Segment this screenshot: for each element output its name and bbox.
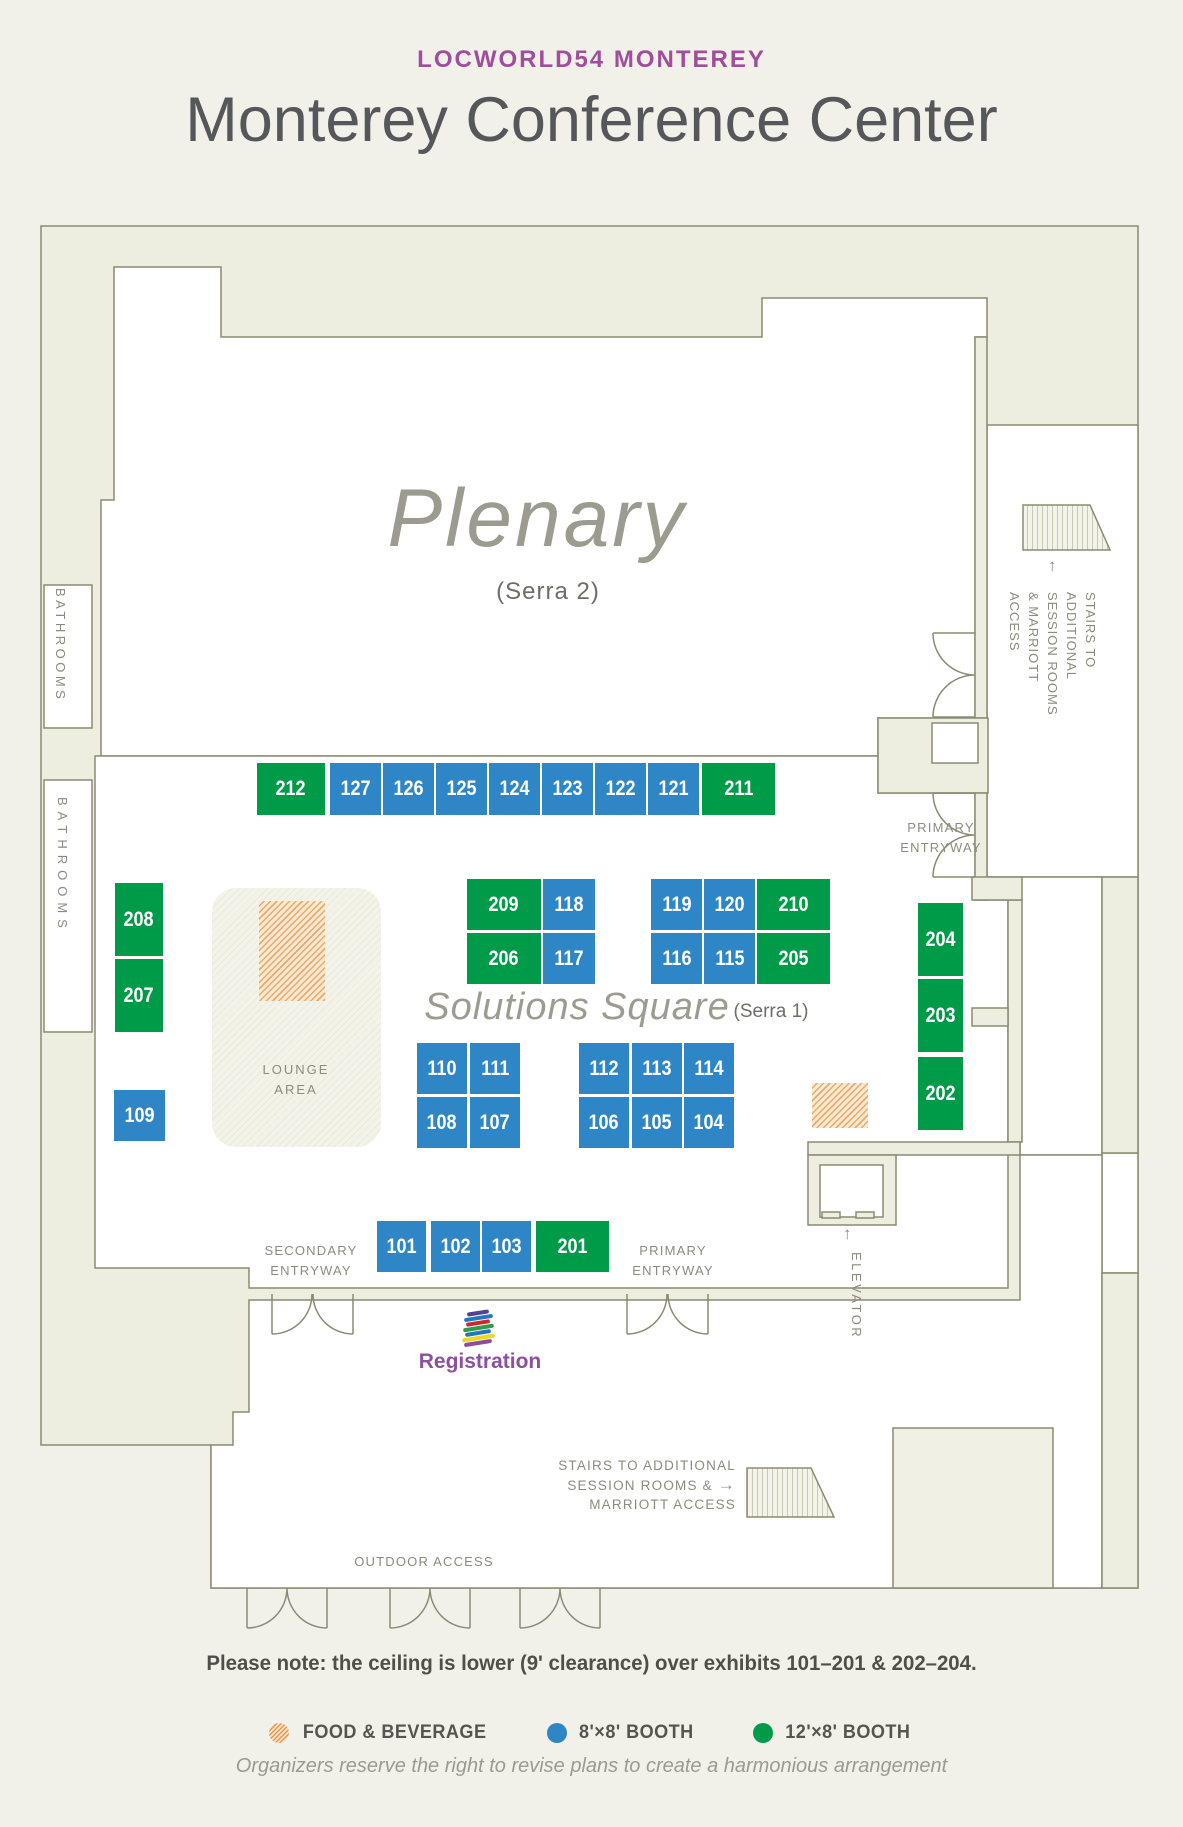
booth-204: 204 (918, 903, 963, 976)
solutions-square-sublabel: (Serra 1) (733, 1001, 809, 1022)
plenary-room-sublabel: (Serra 2) (496, 578, 600, 605)
booth-107: 107 (470, 1097, 520, 1148)
lobby-area (210, 1154, 1103, 1589)
booth-122: 122 (595, 763, 646, 815)
booth-8x8-dot-icon (547, 1723, 568, 1743)
outdoor-access-label: OUTDOOR ACCESS (354, 1554, 494, 1569)
stairs-right-arrow-icon: → (717, 1475, 736, 1494)
booth-117: 117 (543, 933, 595, 984)
booth-115: 115 (704, 933, 755, 984)
booth-106: 106 (579, 1097, 629, 1148)
food-beverage-area-1 (259, 901, 325, 1001)
booth-114: 114 (684, 1043, 734, 1094)
elevator-label: ELEVATOR (849, 1252, 864, 1340)
booth-110: 110 (417, 1043, 467, 1094)
pillar-notch (931, 722, 979, 764)
booth-12x8-dot-icon (753, 1723, 774, 1743)
booth-101: 101 (377, 1221, 426, 1272)
booth-116: 116 (651, 933, 702, 984)
booth-105: 105 (632, 1097, 682, 1148)
booth-202: 202 (918, 1057, 963, 1130)
booth-113: 113 (632, 1043, 682, 1094)
stairs-bottom-label: STAIRS TO ADDITIONAL SESSION ROOMS & → M… (558, 1458, 736, 1512)
booth-118: 118 (543, 879, 595, 930)
legend: FOOD & BEVERAGE 8'×8' BOOTH 12'×8' BOOTH (0, 1722, 1183, 1744)
booth-127: 127 (330, 763, 381, 815)
stairs-right-label: STAIRS TO ADDITIONAL SESSION ROOMS & MAR… (1007, 592, 1098, 716)
booth-102: 102 (431, 1221, 480, 1272)
entry-corridor (1019, 876, 1103, 1156)
booth-108: 108 (417, 1097, 467, 1148)
wall-connector (971, 876, 1023, 901)
booth-103: 103 (482, 1221, 531, 1272)
right-wall-gap (1101, 1152, 1139, 1274)
booth-120: 120 (704, 879, 755, 930)
primary-entryway-lower-label: PRIMARY ENTRYWAY (632, 1243, 714, 1278)
elevator-cab (819, 1164, 884, 1218)
booth-206: 206 (467, 933, 541, 984)
bathroom-upper-room (43, 584, 93, 729)
bathrooms-lower-label: BATHROOMS (55, 797, 70, 934)
wall-band (974, 336, 988, 719)
booth-125: 125 (436, 763, 487, 815)
registration-label: Registration (418, 1350, 542, 1373)
booth-111: 111 (470, 1043, 520, 1094)
booth-211: 211 (702, 763, 775, 815)
page-title: Monterey Conference Center (185, 85, 998, 155)
lounge-label: LOUNGE AREA (262, 1062, 330, 1097)
wall-strip (1007, 899, 1023, 1143)
right-wall-upper (1101, 876, 1139, 1154)
booth-121: 121 (648, 763, 699, 815)
booth-209: 209 (467, 879, 541, 930)
stairs-up-arrow-icon: ↑ (1048, 556, 1057, 575)
booth-126: 126 (383, 763, 434, 815)
legend-item-8x8: 8'×8' BOOTH (547, 1722, 697, 1744)
elevator-wall-bar (807, 1141, 1021, 1156)
booth-203: 203 (918, 979, 963, 1052)
bathroom-lower-room (43, 779, 93, 1033)
wall-stub (971, 1007, 1009, 1027)
booth-207: 207 (115, 959, 163, 1032)
solutions-square-label: Solutions Square (424, 986, 730, 1028)
disclaimer: Organizers reserve the right to revise p… (235, 1755, 948, 1777)
booth-208: 208 (115, 883, 163, 956)
booth-112: 112 (579, 1043, 629, 1094)
ceiling-note: Please note: the ceiling is lower (9' cl… (206, 1652, 977, 1675)
legend-item-12x8: 12'×8' BOOTH (753, 1722, 914, 1744)
food-beverage-swatch-icon (269, 1723, 290, 1743)
locworld-logo (461, 1309, 495, 1348)
booth-123: 123 (542, 763, 593, 815)
elevator-door-tab-left (821, 1211, 841, 1219)
event-title: LOCWORLD54 MONTEREY (417, 46, 766, 73)
booth-109: 109 (114, 1090, 165, 1141)
elevator-door-tab-right (855, 1211, 875, 1219)
booth-210: 210 (757, 879, 830, 930)
booth-124: 124 (489, 763, 540, 815)
food-beverage-area-2 (812, 1083, 868, 1128)
bathrooms-upper-label: BATHROOMS (53, 588, 68, 703)
booth-119: 119 (651, 879, 702, 930)
booth-201: 201 (536, 1221, 609, 1272)
door-arcs (246, 632, 976, 1629)
booth-212: 212 (257, 763, 325, 815)
back-room (892, 1427, 1054, 1589)
right-wall-lower (1101, 1272, 1139, 1589)
booth-205: 205 (757, 933, 830, 984)
legend-item-food: FOOD & BEVERAGE (269, 1722, 491, 1744)
primary-entryway-upper-label: PRIMARY ENTRYWAY (900, 820, 982, 855)
plenary-room-label: Plenary (387, 473, 687, 564)
stairs-shape-upper (1022, 504, 1112, 551)
stairs-shape-lower (746, 1467, 836, 1518)
secondary-entryway-label: SECONDARY ENTRYWAY (264, 1243, 358, 1278)
elevator-up-arrow-icon: ↑ (843, 1224, 852, 1243)
booth-104: 104 (684, 1097, 734, 1148)
